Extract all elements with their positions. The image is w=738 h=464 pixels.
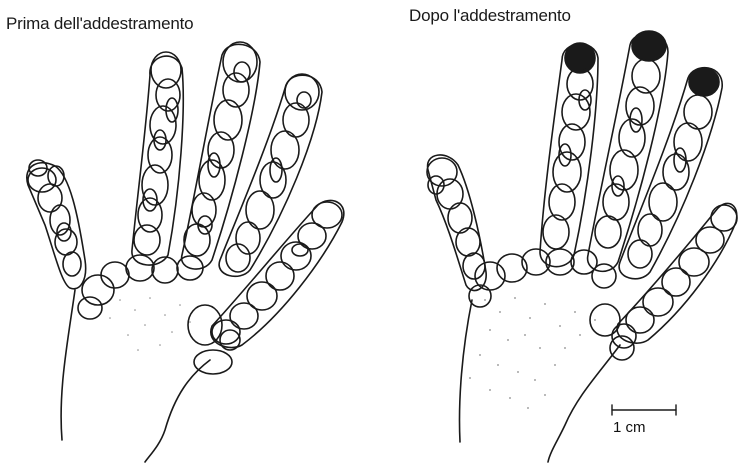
thumb-receptive-fields [427, 155, 486, 291]
middle-finger-receptive-fields [588, 31, 668, 271]
palm-stipple [469, 297, 596, 409]
wrist-outline [460, 300, 473, 442]
wrist-outline [548, 345, 620, 462]
ring-finger-receptive-fields [619, 68, 722, 279]
index-finger-receptive-fields [540, 43, 598, 267]
scale-bar [612, 405, 676, 415]
scale-bar-label: 1 cm [613, 419, 646, 436]
